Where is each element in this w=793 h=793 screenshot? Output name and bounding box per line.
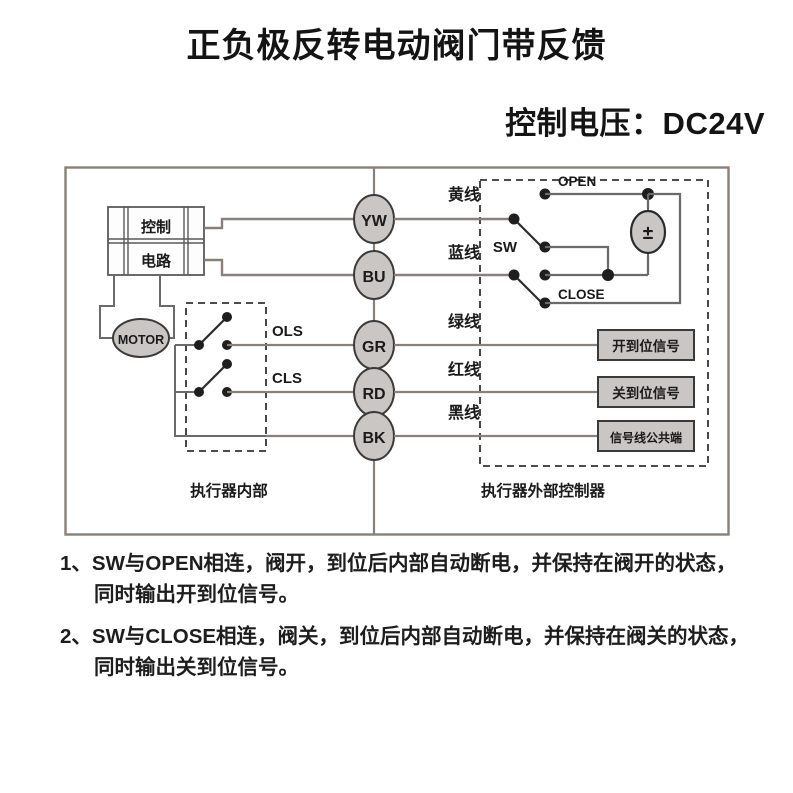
terminal-gr-label: GR: [362, 339, 386, 356]
limit-switch-common-rail: [174, 345, 266, 437]
notes-list: 1、SW与OPEN相连，阀开，到位后内部自动断电，并保持在阀开的状态， 同时输出…: [60, 548, 772, 695]
wire-label-yellow: 黄线: [448, 185, 480, 204]
signal-box-open: 开到位信号: [597, 329, 695, 361]
close-label: CLOSE: [558, 287, 605, 302]
note-1: 1、SW与OPEN相连，阀开，到位后内部自动断电，并保持在阀开的状态， 同时输出…: [60, 548, 772, 610]
terminal-bk-label: BK: [362, 430, 386, 447]
signal-box-close: 关到位信号: [597, 376, 695, 408]
control-voltage-subtitle: 控制电压：DC24V: [505, 106, 765, 141]
terminal-bk[interactable]: BK: [353, 411, 395, 461]
wire-mid-upper-to-junction: [545, 245, 610, 275]
control-box-line2: 电路: [141, 252, 172, 270]
signal-box-common-label: 信号线公共端: [610, 430, 682, 445]
sw-pole-upper[interactable]: [508, 213, 543, 248]
note-1-line-1: 1、SW与OPEN相连，阀开，到位后内部自动断电，并保持在阀开的状态，: [60, 552, 737, 575]
signal-box-common: 信号线公共端: [597, 420, 695, 452]
note-2-line-1: 2、SW与CLOSE相连，阀关，到位后内部自动断电，并保持在阀关的状态，: [60, 625, 750, 649]
power-source-label: ±: [643, 223, 653, 244]
motor-symbol: MOTOR: [112, 318, 170, 358]
external-controller-dashed-box: [479, 179, 709, 467]
sw-label: SW: [493, 239, 518, 256]
terminal-rd-label: RD: [362, 386, 385, 403]
control-box-line1: 控制: [141, 218, 171, 236]
terminal-gr[interactable]: GR: [353, 320, 395, 370]
signal-box-close-label: 关到位信号: [612, 385, 680, 401]
sw-pole-lower[interactable]: [508, 269, 543, 304]
motor-label: MOTOR: [118, 333, 164, 347]
wire-label-red: 红线: [448, 360, 480, 379]
wire-control-to-motor: [99, 275, 118, 339]
control-circuit-box: 控制 电路: [107, 206, 205, 276]
signal-box-open-label: 开到位信号: [612, 338, 680, 354]
wire-control-to-bu: [204, 258, 374, 277]
note-2: 2、SW与CLOSE相连，阀关，到位后内部自动断电，并保持在阀关的状态， 同时输…: [60, 621, 772, 683]
page-title: 正负极反转电动阀门带反馈: [186, 27, 607, 65]
terminal-yw[interactable]: YW: [353, 194, 395, 244]
node-mid-junction: [602, 269, 614, 281]
external-section-label: 执行器外部控制器: [481, 481, 606, 500]
note-1-line-2: 同时输出开到位信号。: [94, 583, 299, 607]
wire-close-to-source: [545, 192, 682, 305]
power-source-symbol: ±: [629, 194, 667, 275]
wiring-diagram: 控制 电路 MOTOR: [64, 166, 730, 536]
wire-control-to-motor-right: [159, 275, 175, 339]
limit-switch-dashed-box: [185, 302, 267, 452]
wire-label-blue: 蓝线: [448, 243, 480, 262]
terminal-yw-label: YW: [361, 213, 388, 230]
terminal-rd[interactable]: RD: [353, 367, 395, 417]
ols-label: OLS: [272, 323, 303, 340]
wire-label-green: 绿线: [448, 312, 480, 331]
open-label: OPEN: [558, 174, 596, 189]
terminal-bu[interactable]: BU: [353, 250, 395, 300]
wire-control-to-yw: [204, 217, 374, 230]
internal-section-label: 执行器内部: [190, 481, 268, 500]
wire-label-black: 黑线: [448, 403, 480, 422]
note-2-line-2: 同时输出关到位信号。: [94, 656, 299, 680]
limit-switch-ols: OLS: [194, 312, 303, 350]
terminal-bu-label: BU: [362, 269, 385, 286]
cls-label: CLS: [272, 370, 302, 387]
